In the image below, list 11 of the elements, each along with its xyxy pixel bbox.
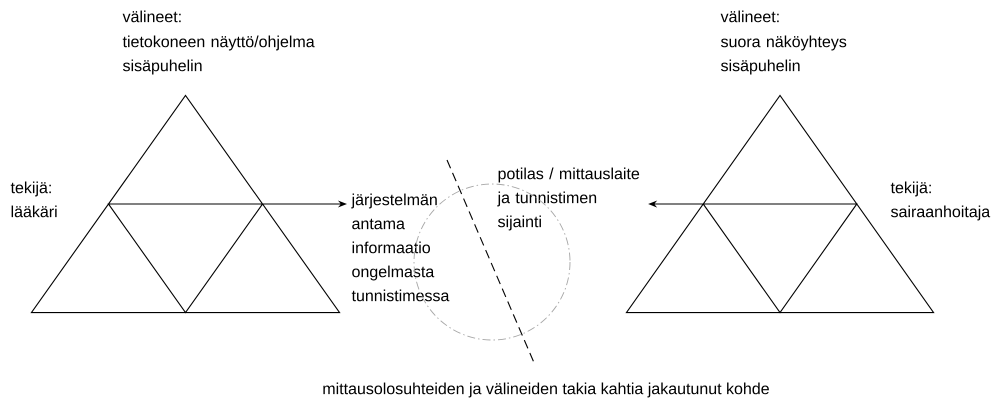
side-label: tekijä:: [890, 182, 931, 196]
side-label: tietokoneen näyttö/ohjelma sisäpuhelin: [122, 36, 315, 74]
side-label: tekijä:: [10, 182, 51, 196]
text-label: potilas / mittauslaite ja tunnistimen sijainti: [497, 168, 640, 230]
text-label: järjestelmän antama informaatio ongelmasta tunnistimessa: [351, 194, 450, 302]
side-label: suora näköyhteys sisäpuhelin: [721, 36, 846, 74]
caption-text: mittausolosuhteiden ja välineiden takia kahtia jakautunut kohde: [323, 382, 769, 398]
side-label: välineet:: [122, 10, 181, 22]
side-label: välineet:: [720, 10, 779, 22]
side-label: sairaanhoitaja: [891, 206, 990, 220]
side-label: lääkäri: [12, 206, 57, 218]
